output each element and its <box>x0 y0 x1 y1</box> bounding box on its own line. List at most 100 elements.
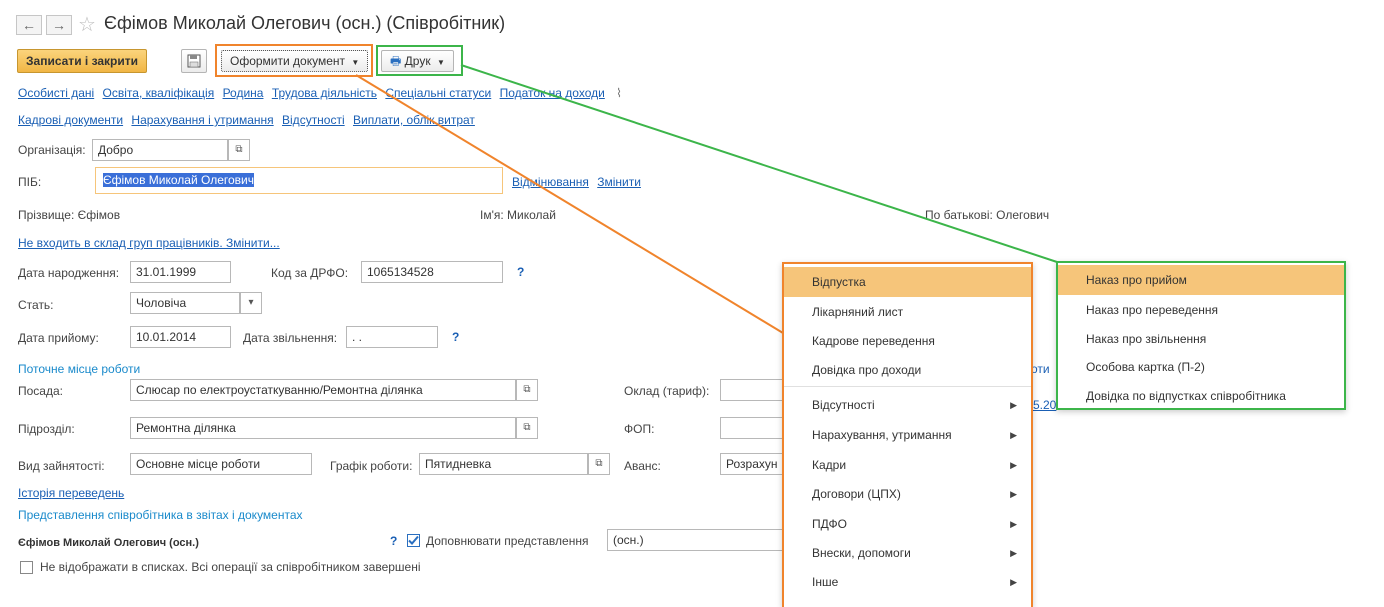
open-icon[interactable]: ⧉ <box>228 139 250 161</box>
link-personal-data[interactable]: Особисті дані <box>18 86 95 100</box>
dismiss-help-icon[interactable]: ? <box>452 330 460 344</box>
attachment-icon[interactable]: ⌇ <box>616 86 623 100</box>
submenu-hr[interactable]: Кадри ▶ <box>784 450 1031 480</box>
submenu-other[interactable]: Інше▶ <box>784 567 1031 597</box>
chevron-right-icon: ▶ <box>1010 400 1017 410</box>
schedule-field[interactable]: Пятидневка <box>419 453 588 475</box>
floppy-disk-icon <box>187 54 201 68</box>
org-field[interactable]: Добро <box>92 139 228 161</box>
menu-item-label: Кадрове переведення <box>812 334 935 348</box>
open-icon[interactable]: ⧉ <box>516 417 538 439</box>
hire-date-field[interactable]: 10.01.2014 <box>130 326 231 348</box>
menu-separator <box>784 386 1031 387</box>
representation-help-icon[interactable]: ? <box>390 534 398 548</box>
link-special-statuses[interactable]: Спеціальні статуси <box>385 86 492 100</box>
submenu-contracts[interactable]: Договори (ЦПХ) ▶ <box>784 479 1031 509</box>
menu-item-label: Договори (ЦПХ) <box>812 487 901 501</box>
dept-field[interactable]: Ремонтна ділянка <box>130 417 516 439</box>
advance-label: Аванс: <box>624 459 661 473</box>
partial-link-2[interactable]: 5.20 <box>1033 398 1057 412</box>
link-accruals[interactable]: Нарахування і утримання <box>131 113 274 127</box>
representation-section-title: Представлення співробітника в звітах і д… <box>18 508 303 522</box>
position-label: Посада: <box>18 384 63 398</box>
chevron-right-icon: ▶ <box>1010 577 1017 587</box>
section-links-row1: Особисті дані Освіта, кваліфікація Родин… <box>18 86 622 100</box>
printer-icon: 🖶 <box>390 54 402 68</box>
menu-item-label: Лікарняний лист <box>812 305 904 319</box>
open-icon[interactable]: ⧉ <box>516 379 538 401</box>
print-item-personal-card[interactable]: Особова картка (П-2) <box>1058 352 1344 382</box>
menu-item-vacation[interactable]: Відпустка <box>784 267 1031 297</box>
link-payments[interactable]: Виплати, облік витрат <box>353 113 475 127</box>
gender-label: Стать: <box>18 298 54 312</box>
menu-item-sick-leave[interactable]: Лікарняний лист <box>784 297 1031 327</box>
birth-date-field[interactable]: 31.01.1999 <box>130 261 231 283</box>
menu-item-transfer[interactable]: Кадрове переведення <box>784 326 1031 356</box>
chevron-right-icon: ▶ <box>1010 460 1017 470</box>
hide-in-lists-checkbox[interactable] <box>20 561 33 574</box>
chevron-right-icon: ▶ <box>1010 519 1017 529</box>
link-hr-documents[interactable]: Кадрові документи <box>18 113 124 127</box>
link-income-tax[interactable]: Податок на доходи <box>499 86 605 100</box>
menu-item-label: Наказ про звільнення <box>1086 332 1207 346</box>
drfo-label: Код за ДРФО: <box>271 266 349 280</box>
complement-field[interactable]: (осн.) <box>607 529 784 551</box>
submenu-contributions[interactable]: Внески, допомоги▶ <box>784 538 1031 568</box>
print-button[interactable]: 🖶 Друк ▼ <box>381 50 454 72</box>
hide-in-lists-label: Не відображати в списках. Всі операції з… <box>40 560 421 574</box>
complement-checkbox[interactable] <box>407 534 420 547</box>
link-work-history[interactable]: Трудова діяльність <box>271 86 377 100</box>
chevron-down-icon[interactable]: ▾ <box>240 292 262 314</box>
fop-field[interactable] <box>720 417 784 439</box>
menu-item-label: Особова картка (П-2) <box>1086 360 1205 374</box>
create-document-label: Оформити документ <box>230 54 346 68</box>
submenu-absences[interactable]: Відсутності▶ <box>784 390 1031 420</box>
dismiss-date-field[interactable]: . . <box>346 326 438 348</box>
submenu-pdfo[interactable]: ПДФО▶ <box>784 509 1031 539</box>
pib-field[interactable]: Єфімов Миколай Олегович <box>95 167 503 194</box>
favorite-star-icon[interactable]: ☆ <box>78 14 96 36</box>
complement-label: Доповнювати представлення <box>426 534 589 548</box>
advance-field[interactable]: Розрахун <box>720 453 784 475</box>
link-absences[interactable]: Відсутності <box>282 113 345 127</box>
forward-button[interactable]: → <box>46 15 72 35</box>
transfer-history-link[interactable]: Історія переведень <box>18 486 125 500</box>
create-document-button[interactable]: Оформити документ ▼ <box>221 50 369 72</box>
print-item-hire-order[interactable]: Наказ про прийом <box>1058 265 1344 295</box>
groups-link[interactable]: Не входить в склад груп працівників. Змі… <box>18 236 280 250</box>
chevron-right-icon: ▶ <box>1010 430 1017 440</box>
checkmark-icon <box>408 535 419 545</box>
print-label: Друк <box>404 54 431 68</box>
employment-field[interactable]: Основне місце роботи <box>130 453 312 475</box>
link-education[interactable]: Освіта, кваліфікація <box>102 86 215 100</box>
pib-links: Відмінювання Змінити <box>512 175 641 189</box>
drfo-field[interactable]: 1065134528 <box>361 261 503 283</box>
chevron-right-icon: ▶ <box>1010 489 1017 499</box>
back-button[interactable]: ← <box>16 15 42 35</box>
menu-item-income-certificate[interactable]: Довідка про доходи <box>784 355 1031 385</box>
menu-item-label: Наказ про переведення <box>1086 303 1219 317</box>
partial-link-1[interactable]: оти <box>1031 362 1050 376</box>
declension-link[interactable]: Відмінювання <box>512 175 589 189</box>
pib-label: ПІБ: <box>18 175 42 189</box>
submenu-accruals[interactable]: Нарахування, утримання▶ <box>784 420 1031 450</box>
menu-item-label: Довідка про доходи <box>812 363 922 377</box>
menu-item-label: Довідка по відпустках співробітника <box>1086 389 1286 403</box>
menu-item-label: Кадри <box>812 458 847 472</box>
print-item-vacation-certificate[interactable]: Довідка по відпустках співробітника <box>1058 381 1344 411</box>
chevron-down-icon: ▼ <box>436 58 445 67</box>
drfo-help-icon[interactable]: ? <box>517 265 525 279</box>
gender-field[interactable]: Чоловіча <box>130 292 240 314</box>
print-item-transfer-order[interactable]: Наказ про переведення <box>1058 295 1344 325</box>
save-button[interactable] <box>181 49 207 73</box>
print-menu: Наказ про прийом Наказ про переведення Н… <box>1056 261 1346 410</box>
position-field[interactable]: Слюсар по електроустаткуванню/Ремонтна д… <box>130 379 516 401</box>
salary-field[interactable] <box>720 379 784 401</box>
link-family[interactable]: Родина <box>222 86 264 100</box>
create-document-menu: Відпустка Лікарняний лист Кадрове переве… <box>782 262 1033 607</box>
change-name-link[interactable]: Змінити <box>597 175 641 189</box>
open-icon[interactable]: ⧉ <box>588 453 610 475</box>
save-and-close-button[interactable]: Записати і закрити <box>17 49 148 73</box>
surname-text: Прізвище: Єфімов <box>18 208 121 222</box>
print-item-dismissal-order[interactable]: Наказ про звільнення <box>1058 324 1344 354</box>
